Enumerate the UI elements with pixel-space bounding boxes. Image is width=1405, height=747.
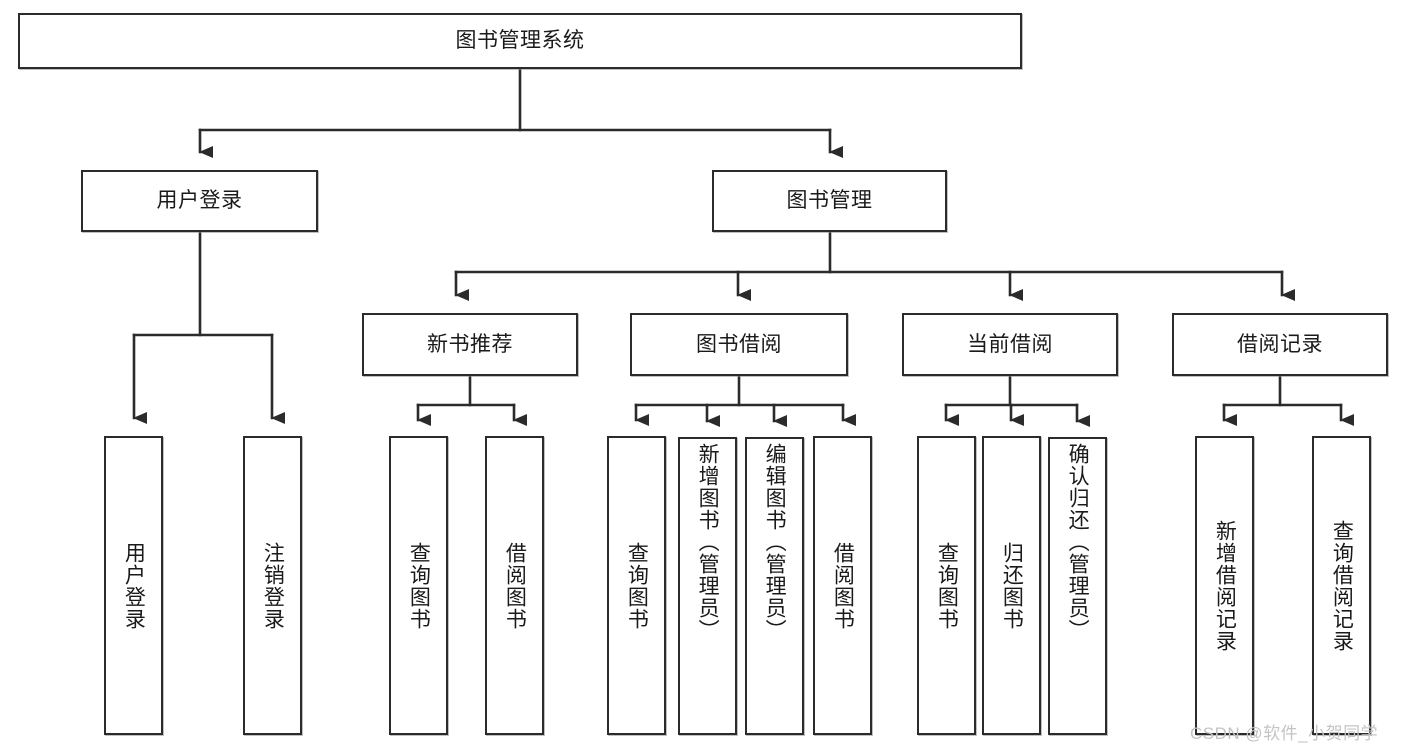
node-leaf-query-record-label: 查询借阅记录 (1330, 519, 1354, 652)
node-leaf-user-logout-label: 注销登录 (261, 541, 285, 630)
node-leaf-return-book[interactable]: 归还图书 (982, 436, 1041, 735)
node-current-borrow-label: 当前借阅 (967, 332, 1053, 356)
node-leaf-confirm-return-label: 确认归还（管理员） (1066, 443, 1090, 641)
node-leaf-confirm-return[interactable]: 确认归还（管理员） (1048, 437, 1107, 735)
node-new-book-recommend[interactable]: 新书推荐 (362, 313, 578, 376)
node-leaf-borrow-book-1-label: 借阅图书 (503, 541, 527, 630)
node-user-login[interactable]: 用户登录 (81, 170, 318, 232)
node-leaf-borrow-book-1[interactable]: 借阅图书 (485, 436, 544, 735)
node-leaf-query-record[interactable]: 查询借阅记录 (1312, 436, 1371, 735)
node-root-label: 图书管理系统 (455, 29, 585, 53)
node-leaf-borrow-book-2[interactable]: 借阅图书 (813, 436, 872, 735)
node-book-borrow-label: 图书借阅 (696, 332, 782, 356)
node-book-borrow[interactable]: 图书借阅 (630, 313, 848, 376)
node-leaf-edit-book-label: 编辑图书（管理员） (763, 443, 787, 641)
node-leaf-return-book-label: 归还图书 (1000, 541, 1024, 630)
csdn-watermark: CSDN @软件_小贺同学 (1190, 724, 1379, 743)
node-leaf-add-record-label: 新增借阅记录 (1213, 519, 1237, 652)
node-new-book-recommend-label: 新书推荐 (427, 332, 513, 356)
node-leaf-add-book[interactable]: 新增图书（管理员） (678, 437, 737, 735)
node-leaf-query-book-2-label: 查询图书 (625, 541, 649, 630)
node-current-borrow[interactable]: 当前借阅 (902, 313, 1118, 376)
node-leaf-query-book-3[interactable]: 查询图书 (917, 436, 976, 735)
node-leaf-edit-book[interactable]: 编辑图书（管理员） (745, 437, 804, 735)
node-leaf-query-book-1-label: 查询图书 (407, 541, 431, 630)
node-leaf-user-logout[interactable]: 注销登录 (243, 436, 302, 735)
node-leaf-borrow-book-2-label: 借阅图书 (831, 541, 855, 630)
node-root[interactable]: 图书管理系统 (18, 13, 1022, 69)
node-book-management[interactable]: 图书管理 (712, 170, 947, 232)
node-leaf-user-login-label: 用户登录 (122, 541, 146, 630)
node-book-management-label: 图书管理 (786, 189, 873, 213)
node-leaf-query-book-2[interactable]: 查询图书 (607, 436, 666, 735)
node-borrow-record[interactable]: 借阅记录 (1172, 313, 1388, 376)
node-leaf-user-login[interactable]: 用户登录 (104, 436, 163, 735)
node-leaf-query-book-3-label: 查询图书 (935, 541, 959, 630)
node-leaf-query-book-1[interactable]: 查询图书 (389, 436, 448, 735)
node-leaf-add-book-label: 新增图书（管理员） (696, 443, 720, 641)
node-leaf-add-record[interactable]: 新增借阅记录 (1195, 436, 1254, 735)
node-user-login-label: 用户登录 (156, 189, 243, 213)
node-borrow-record-label: 借阅记录 (1237, 332, 1323, 356)
